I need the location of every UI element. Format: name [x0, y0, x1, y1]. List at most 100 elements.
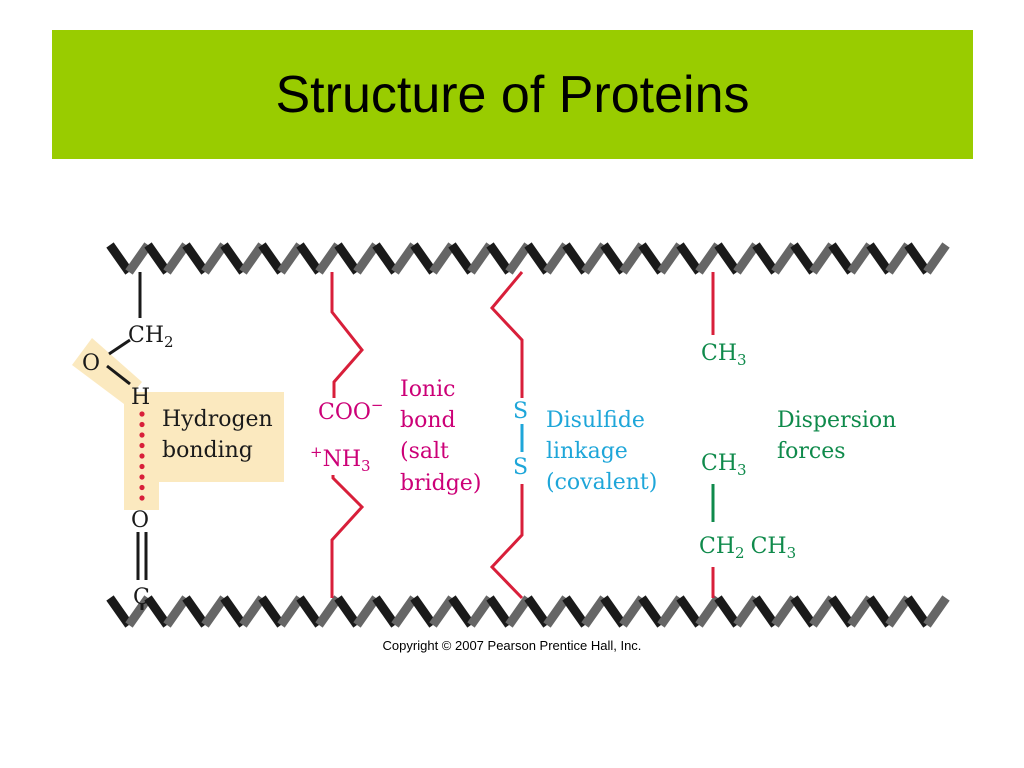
backbone-segment-light: [505, 242, 532, 275]
nh3-plus-label: +NH3: [310, 443, 371, 475]
backbone-segment-dark: [220, 242, 247, 275]
ionic-label-line3: (salt: [400, 439, 449, 464]
backbone-segment-dark: [334, 595, 361, 628]
backbone-segment-dark: [638, 242, 665, 275]
backbone-segment-dark: [638, 595, 665, 628]
backbone-segment-light: [429, 595, 456, 628]
hydrogen-bond-dot: [139, 484, 145, 491]
sulfur-top-label: S: [513, 399, 528, 424]
coo-minus-label: COO−: [318, 396, 383, 425]
disulfide-label-line1: Disulfide: [546, 408, 645, 433]
backbone-segment-light: [277, 595, 304, 628]
hydrogen-bond-dot: [139, 442, 145, 449]
hydrogen-bonding-label-line1: Hydrogen: [162, 407, 273, 432]
carbon-label: C: [133, 585, 150, 610]
backbone-segment-light: [771, 595, 798, 628]
hydrogen-bond-dot: [139, 421, 145, 428]
backbone-segment-light: [695, 242, 722, 275]
ionic-lower-chain: [330, 475, 365, 598]
ionic-bond-group: COO− +NH3 Ionic bond (salt bridge): [310, 272, 481, 598]
backbone-segment-light: [733, 595, 760, 628]
backbone-segment-light: [429, 242, 456, 275]
disulfide-upper-chain: [489, 271, 524, 398]
hydrogen-bond-dot: [139, 463, 145, 470]
hydrogen-bond-dot: [139, 474, 145, 480]
backbone-segment-light: [885, 242, 912, 275]
oxygen-bottom-label: O: [131, 508, 149, 533]
backbone-segment-dark: [524, 242, 551, 275]
backbone-segment-light: [201, 242, 228, 275]
backbone-segment-light: [315, 242, 342, 275]
oxygen-top-label: O: [82, 351, 100, 376]
backbone-segment-light: [581, 595, 608, 628]
backbone-segment-dark: [296, 595, 323, 628]
backbone-segment-dark: [866, 595, 893, 628]
o-h-highlight-band: [72, 338, 142, 404]
backbone-segment-light: [923, 242, 950, 275]
dispersion-label-line1: Dispersion: [777, 408, 896, 433]
backbone-segment-dark: [334, 242, 361, 275]
dispersion-label-line2: forces: [777, 439, 846, 464]
backbone-segment-dark: [144, 595, 171, 628]
hydrogen-bond-dot: [139, 495, 145, 501]
backbone-segment-light: [847, 242, 874, 275]
backbone-segment-dark: [182, 242, 209, 275]
hydrogen-bond-dot: [139, 432, 145, 438]
backbone-segment-dark: [524, 595, 551, 628]
ionic-label-line4: bridge): [400, 471, 481, 496]
hydrogen-bond-dots: [139, 411, 145, 501]
backbone-segment-dark: [486, 595, 513, 628]
backbone-segment-dark: [676, 595, 703, 628]
backbone-segment-light: [467, 595, 494, 628]
backbone-segment-light: [239, 595, 266, 628]
copyright-notice: Copyright © 2007 Pearson Prentice Hall, …: [382, 638, 642, 653]
backbone-segment-light: [543, 595, 570, 628]
backbone-segment-light: [201, 595, 228, 628]
backbone-top: [106, 242, 950, 275]
backbone-segment-dark: [752, 242, 779, 275]
backbone-segment-dark: [372, 242, 399, 275]
backbone-segment-dark: [790, 242, 817, 275]
sulfur-bottom-label: S: [513, 455, 528, 480]
backbone-segment-dark: [486, 242, 513, 275]
hydrogen-bond-dot: [139, 453, 145, 459]
backbone-segment-light: [619, 242, 646, 275]
backbone-segment-dark: [296, 242, 323, 275]
backbone-segment-light: [657, 242, 684, 275]
backbone-segment-dark: [714, 595, 741, 628]
backbone-segment-dark: [866, 242, 893, 275]
backbone-segment-dark: [752, 595, 779, 628]
backbone-segment-light: [733, 242, 760, 275]
backbone-segment-light: [391, 242, 418, 275]
backbone-segment-dark: [828, 595, 855, 628]
backbone-segment-dark: [410, 242, 437, 275]
backbone-bottom: [106, 595, 950, 628]
backbone-segment-light: [163, 595, 190, 628]
ionic-upper-chain: [330, 272, 364, 398]
backbone-segment-light: [885, 595, 912, 628]
backbone-segment-dark: [106, 242, 133, 275]
backbone-segment-light: [391, 595, 418, 628]
backbone-segment-light: [239, 242, 266, 275]
backbone-segment-light: [923, 595, 950, 628]
backbone-segment-dark: [600, 595, 627, 628]
backbone-segment-light: [277, 242, 304, 275]
disulfide-label-line3: (covalent): [546, 470, 657, 495]
hydrogen-atom-label: H: [131, 385, 150, 410]
slide-title: Structure of Proteins: [275, 65, 750, 124]
backbone-segment-light: [163, 242, 190, 275]
disulfide-label-line2: linkage: [546, 439, 628, 464]
title-bar: Structure of Proteins: [52, 30, 973, 159]
backbone-segment-light: [125, 595, 152, 628]
backbone-segment-dark: [220, 595, 247, 628]
backbone-segment-light: [543, 242, 570, 275]
hydrogen-bonding-label-line2: bonding: [162, 438, 253, 463]
hydrogen-bond-group: CH2 O H O C Hydrogen bonding: [82, 272, 273, 610]
backbone-segment-light: [809, 242, 836, 275]
backbone-segment-light: [619, 595, 646, 628]
backbone-segment-dark: [182, 595, 209, 628]
hydrogen-label-highlight: [124, 392, 284, 482]
o-h-bond: [106, 364, 131, 386]
